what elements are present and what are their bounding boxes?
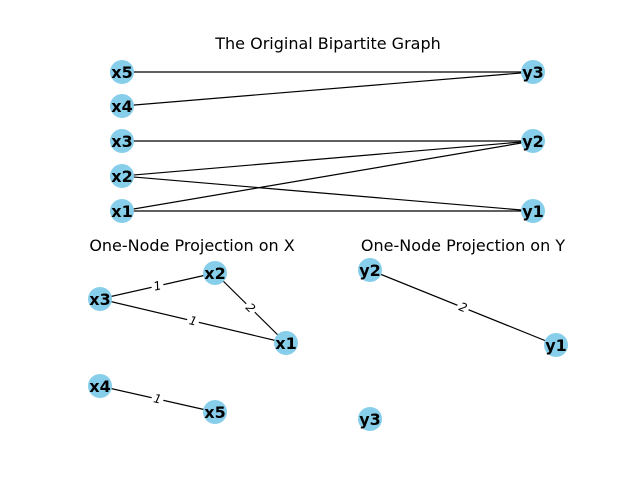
node-label: y1 [522, 202, 544, 221]
bipartite-title: The Original Bipartite Graph [214, 34, 441, 53]
node-y1: y1 [544, 333, 568, 357]
node-label: x2 [204, 264, 225, 283]
node-y3: y3 [358, 407, 382, 431]
node-circle [358, 407, 382, 431]
edge-x2-y1 [121, 175, 534, 212]
edge-line [121, 140, 534, 212]
nodes-layer: x5 x4 x3 x2 x1 y3 y2 y1 x3 x2 x1 x4 x5 y2 y1 y3 [88, 60, 568, 431]
edge-x1-y2 [121, 140, 534, 212]
node-label: y2 [359, 261, 381, 280]
node-label: x4 [111, 97, 132, 116]
node-x5: x5 [203, 400, 227, 424]
edge-weight-text: 1 [152, 391, 163, 406]
node-circle [110, 129, 134, 153]
node-label: y1 [545, 336, 567, 355]
node-circle [358, 258, 382, 282]
node-y2: y2 [358, 258, 382, 282]
node-x3: x3 [110, 129, 134, 153]
edge-weight-label: 2 [454, 297, 472, 318]
node-label: x5 [204, 403, 225, 422]
node-circle [203, 261, 227, 285]
edge-weight-text: 1 [188, 313, 199, 328]
node-label: y3 [359, 410, 381, 429]
node-y3: y3 [521, 60, 545, 84]
node-x4: x4 [88, 374, 112, 398]
node-label: x3 [89, 290, 110, 309]
edge-weight-background [149, 276, 166, 296]
node-label: x4 [89, 377, 110, 396]
edge-weight-label: 1 [185, 311, 201, 331]
edge-line [121, 71, 534, 107]
edge-labels-layer: 1 2 1 1 2 [149, 276, 472, 409]
node-circle [203, 400, 227, 424]
edge-weight-label: 1 [149, 389, 166, 409]
node-x3: x3 [88, 287, 112, 311]
node-circle [110, 164, 134, 188]
node-circle [274, 331, 298, 355]
node-x1: x1 [274, 331, 298, 355]
edges-layer [99, 71, 557, 413]
node-circle [521, 199, 545, 223]
node-circle [88, 287, 112, 311]
node-y2: y2 [521, 129, 545, 153]
node-x2: x2 [110, 164, 134, 188]
edge-x2-y2 [121, 140, 534, 177]
node-label: x3 [111, 132, 132, 151]
edge-weight-label: 1 [149, 276, 166, 296]
node-circle [521, 129, 545, 153]
node-circle [88, 374, 112, 398]
edge-weight-background [454, 297, 472, 318]
edge-x4-y3 [121, 71, 534, 107]
node-circle [544, 333, 568, 357]
node-circle [521, 60, 545, 84]
edge-weight-background [240, 298, 261, 318]
edge-weight-label: 2 [240, 298, 261, 318]
edge-weight-background [185, 311, 201, 331]
edge-weight-text: 1 [152, 278, 163, 293]
node-label: y3 [522, 63, 544, 82]
node-label: x1 [111, 202, 132, 221]
node-circle [110, 199, 134, 223]
edge-line [121, 140, 534, 177]
node-label: x1 [275, 334, 296, 353]
node-circle [110, 60, 134, 84]
node-x5: x5 [110, 60, 134, 84]
node-y1: y1 [521, 199, 545, 223]
node-x4: x4 [110, 94, 134, 118]
node-x1: x1 [110, 199, 134, 223]
projection-y-title: One-Node Projection on Y [361, 236, 565, 255]
node-label: y2 [522, 132, 544, 151]
node-x2: x2 [203, 261, 227, 285]
edge-weight-background [149, 389, 166, 409]
edge-line [121, 175, 534, 212]
node-circle [110, 94, 134, 118]
projection-x-title: One-Node Projection on X [89, 236, 294, 255]
node-label: x2 [111, 167, 132, 186]
node-label: x5 [111, 63, 132, 82]
